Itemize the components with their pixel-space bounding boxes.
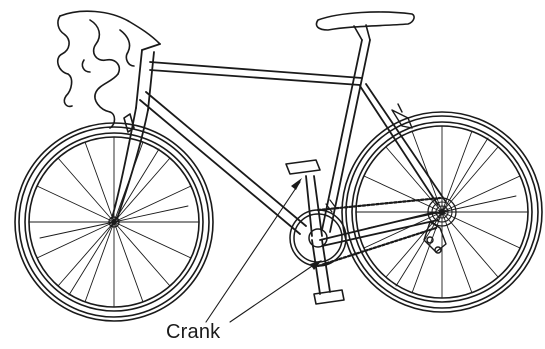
rear-wheel <box>342 112 542 312</box>
pedal-lower <box>314 290 344 304</box>
handlebar <box>58 11 160 132</box>
pedal-upper <box>286 160 320 174</box>
saddle <box>316 12 414 40</box>
crank-arm-upper <box>306 176 322 236</box>
callout-arrowheads <box>291 178 322 270</box>
crank-label: Crank <box>166 321 220 343</box>
bicycle-frame <box>112 40 446 246</box>
rear-derailleur <box>424 222 446 253</box>
front-wheel <box>15 123 213 321</box>
chainring <box>290 210 346 266</box>
